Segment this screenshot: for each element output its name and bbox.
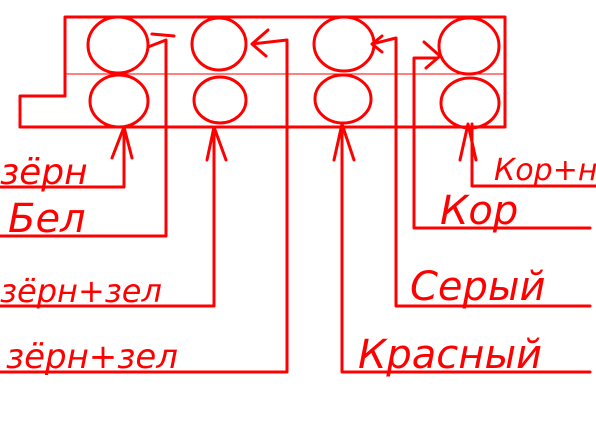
socket-top-4 <box>437 16 501 76</box>
arrow-zern-zel-1 <box>0 125 228 308</box>
label-zern-zel-2: зёрн+зел <box>6 337 178 377</box>
socket-bottom-3 <box>313 73 373 125</box>
socket-bottom-2 <box>192 75 248 125</box>
label-bel: Бел <box>8 196 86 242</box>
label-kor: Кор <box>440 188 518 234</box>
arrow-korichn <box>458 122 596 188</box>
arrow-bel <box>0 32 176 238</box>
panel-outline <box>18 15 507 129</box>
arrow-kor <box>412 40 592 230</box>
socket-top-1 <box>86 15 150 75</box>
label-zern: зёрн <box>0 152 88 193</box>
label-korichn: Кор+н <box>494 153 596 188</box>
arrow-zern <box>0 125 134 189</box>
socket-top-3 <box>312 15 376 73</box>
socket-top-2 <box>190 16 248 72</box>
socket-bottom-4 <box>439 76 501 130</box>
label-krasnyi: Красный <box>358 332 542 378</box>
socket-bottom-1 <box>88 73 150 129</box>
label-zern-zel-1: зёрн+зел <box>0 272 162 310</box>
arrow-krasnyi <box>332 122 592 374</box>
arrow-seryi <box>370 34 592 308</box>
arrow-zern-zel-2 <box>0 28 289 374</box>
label-seryi: Серый <box>410 264 546 310</box>
